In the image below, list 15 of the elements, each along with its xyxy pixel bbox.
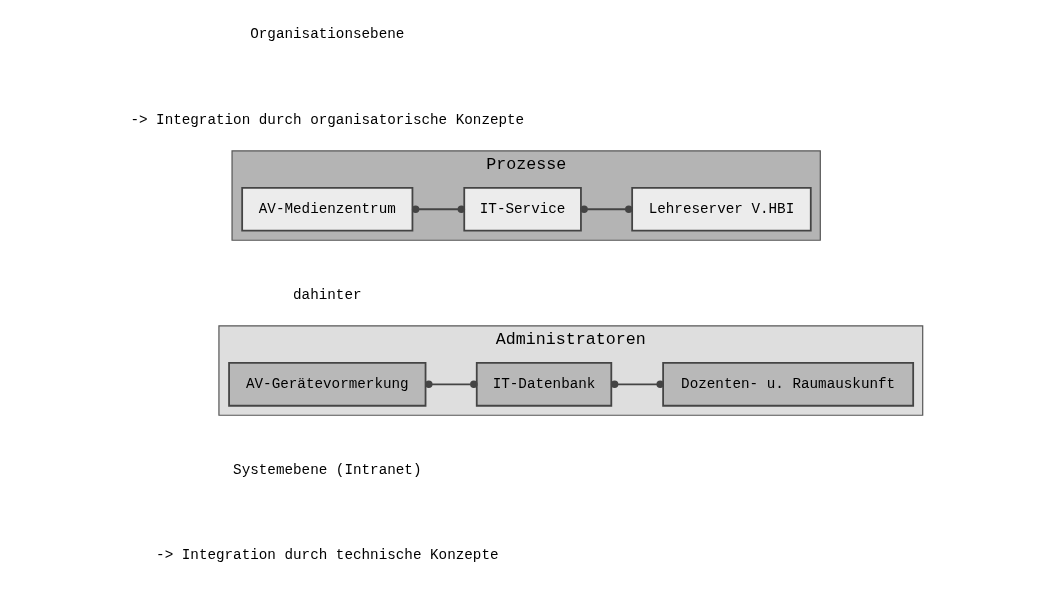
- label: -> Integration durch organisatorische Konzepte: [130, 111, 525, 128]
- node-box: Lehreserver V.HBI: [631, 186, 812, 232]
- connector: [610, 380, 664, 389]
- node-box: AV-Medienzentrum: [241, 186, 414, 232]
- label: dahinter: [293, 286, 362, 303]
- node-box: AV-Gerätevormerkung: [228, 362, 427, 407]
- connector: [425, 380, 478, 389]
- connector: [580, 205, 633, 213]
- node-box: IT-Service: [463, 186, 582, 232]
- label: Organisationsebene: [250, 25, 405, 42]
- node-box: Dozenten- u. Raumauskunft: [662, 362, 915, 407]
- label: Systemebene (Intranet): [233, 461, 422, 478]
- connector: [411, 205, 466, 213]
- label: -> Integration durch technische Konzepte: [156, 547, 499, 564]
- node-box: IT-Datenbank: [475, 362, 613, 407]
